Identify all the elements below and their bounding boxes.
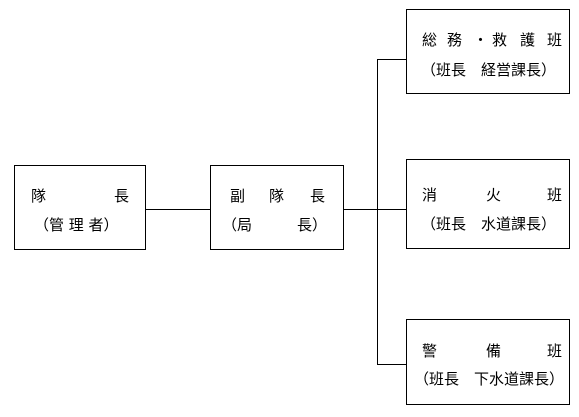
deputy-title-char-3: 長 [310,187,326,205]
team-box-fire-fighting: 消 火 班 （班長 水道課長） [406,159,570,249]
team-1-title-char-4: 救 [492,31,508,49]
deputy-subtitle-open: （局 [222,216,253,234]
connector-leader-deputy [145,209,211,210]
deputy-title-char-1: 副 [230,187,246,205]
team-2-title-char-1: 消 [422,186,438,204]
team-3-subtitle: （班長 下水道課長） [414,370,565,388]
team-box-general-affairs: 総 務 ・ 救 護 班 （班長 経営課長） [406,9,570,94]
deputy-box: 副 隊 長 （局 長） [210,165,344,250]
leader-title-right: 長 [114,187,130,205]
connector-branch-team-3 [377,364,407,365]
team-2-title-char-2: 火 [486,186,502,204]
team-1-subtitle: （班長 経営課長） [421,61,557,79]
leader-subtitle: （管 理 者） [34,216,119,234]
leader-title-left: 隊 [31,187,47,205]
connector-branch-team-1 [377,59,407,60]
team-box-security: 警 備 班 （班長 下水道課長） [406,319,570,405]
team-3-title-char-3: 班 [547,342,563,360]
team-2-title-char-3: 班 [547,186,563,204]
team-1-title-char-1: 総 [422,31,438,49]
team-1-title-char-5: 護 [520,31,536,49]
deputy-title-char-2: 隊 [269,187,285,205]
team-1-title-char-3: ・ [473,31,489,49]
deputy-subtitle-close: 長） [297,216,328,234]
team-3-title-char-1: 警 [422,342,438,360]
leader-box: 隊 長 （管 理 者） [14,165,146,250]
connector-deputy-trunk [343,209,378,210]
connector-branch-team-2 [377,209,407,210]
team-1-title-char-6: 班 [547,31,563,49]
connector-trunk-vertical [377,59,378,365]
team-3-title-char-2: 備 [486,342,502,360]
team-1-title-char-2: 務 [447,31,463,49]
team-2-subtitle: （班長 水道課長） [421,215,557,233]
